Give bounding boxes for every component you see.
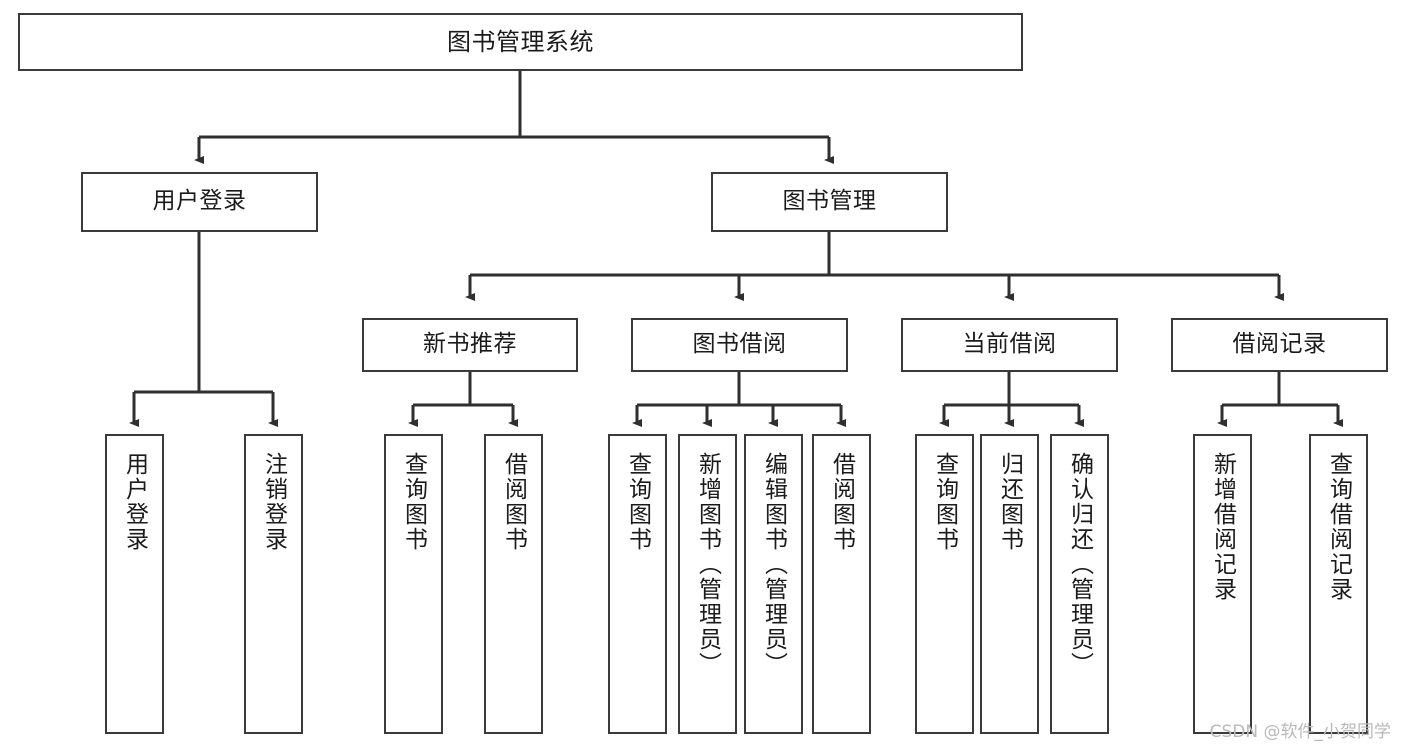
node-label: 用户登录 — [121, 452, 148, 552]
node-label: 图书借阅 — [692, 331, 787, 358]
node-new-book-recommend[interactable]: 新书推荐 — [362, 318, 578, 372]
node-label: 查询图书 — [931, 452, 958, 552]
leaf-borrow-book-recommend[interactable]: 借阅图书 — [484, 434, 543, 734]
node-user-login[interactable]: 用户登录 — [81, 172, 318, 232]
node-label: 新增借阅记录 — [1209, 452, 1236, 602]
leaf-return-book[interactable]: 归还图书 — [980, 434, 1039, 734]
leaf-edit-book-admin[interactable]: 编辑图书（管理员） — [744, 434, 803, 734]
node-label: 新书推荐 — [423, 331, 517, 358]
node-borrow-record[interactable]: 借阅记录 — [1171, 318, 1388, 372]
node-label: 注销登录 — [260, 452, 287, 552]
node-label: 图书管理系统 — [447, 27, 594, 56]
node-label: 查询借阅记录 — [1325, 452, 1352, 602]
node-book-manage[interactable]: 图书管理 — [711, 172, 948, 232]
node-root-system[interactable]: 图书管理系统 — [18, 13, 1023, 71]
leaf-logout[interactable]: 注销登录 — [244, 434, 303, 734]
node-book-borrow[interactable]: 图书借阅 — [631, 318, 848, 372]
leaf-confirm-return-admin[interactable]: 确认归还（管理员） — [1050, 434, 1109, 734]
node-label: 借阅图书 — [500, 452, 527, 552]
node-label: 借阅图书 — [828, 452, 855, 552]
leaf-user-login[interactable]: 用户登录 — [105, 434, 164, 734]
node-label: 查询图书 — [400, 452, 427, 552]
node-current-borrow[interactable]: 当前借阅 — [901, 318, 1118, 372]
leaf-query-book-borrow[interactable]: 查询图书 — [608, 434, 667, 734]
node-label: 编辑图书（管理员） — [760, 452, 787, 677]
node-label: 借阅记录 — [1232, 331, 1327, 358]
leaf-query-book-current[interactable]: 查询图书 — [915, 434, 974, 734]
leaf-query-borrow-record[interactable]: 查询借阅记录 — [1309, 434, 1368, 734]
node-label: 查询图书 — [624, 452, 651, 552]
leaf-add-borrow-record[interactable]: 新增借阅记录 — [1193, 434, 1252, 734]
node-label: 图书管理 — [782, 188, 877, 215]
node-label: 当前借阅 — [962, 331, 1057, 358]
leaf-query-book-recommend[interactable]: 查询图书 — [384, 434, 443, 734]
csdn-watermark: CSDN @软件_小贺同学 — [1209, 722, 1391, 742]
node-label: 用户登录 — [152, 188, 247, 215]
leaf-add-book-admin[interactable]: 新增图书（管理员） — [678, 434, 737, 734]
leaf-borrow-book-borrow[interactable]: 借阅图书 — [812, 434, 871, 734]
node-label: 归还图书 — [996, 452, 1023, 552]
node-label: 确认归还（管理员） — [1066, 452, 1093, 677]
node-label: 新增图书（管理员） — [694, 452, 721, 677]
